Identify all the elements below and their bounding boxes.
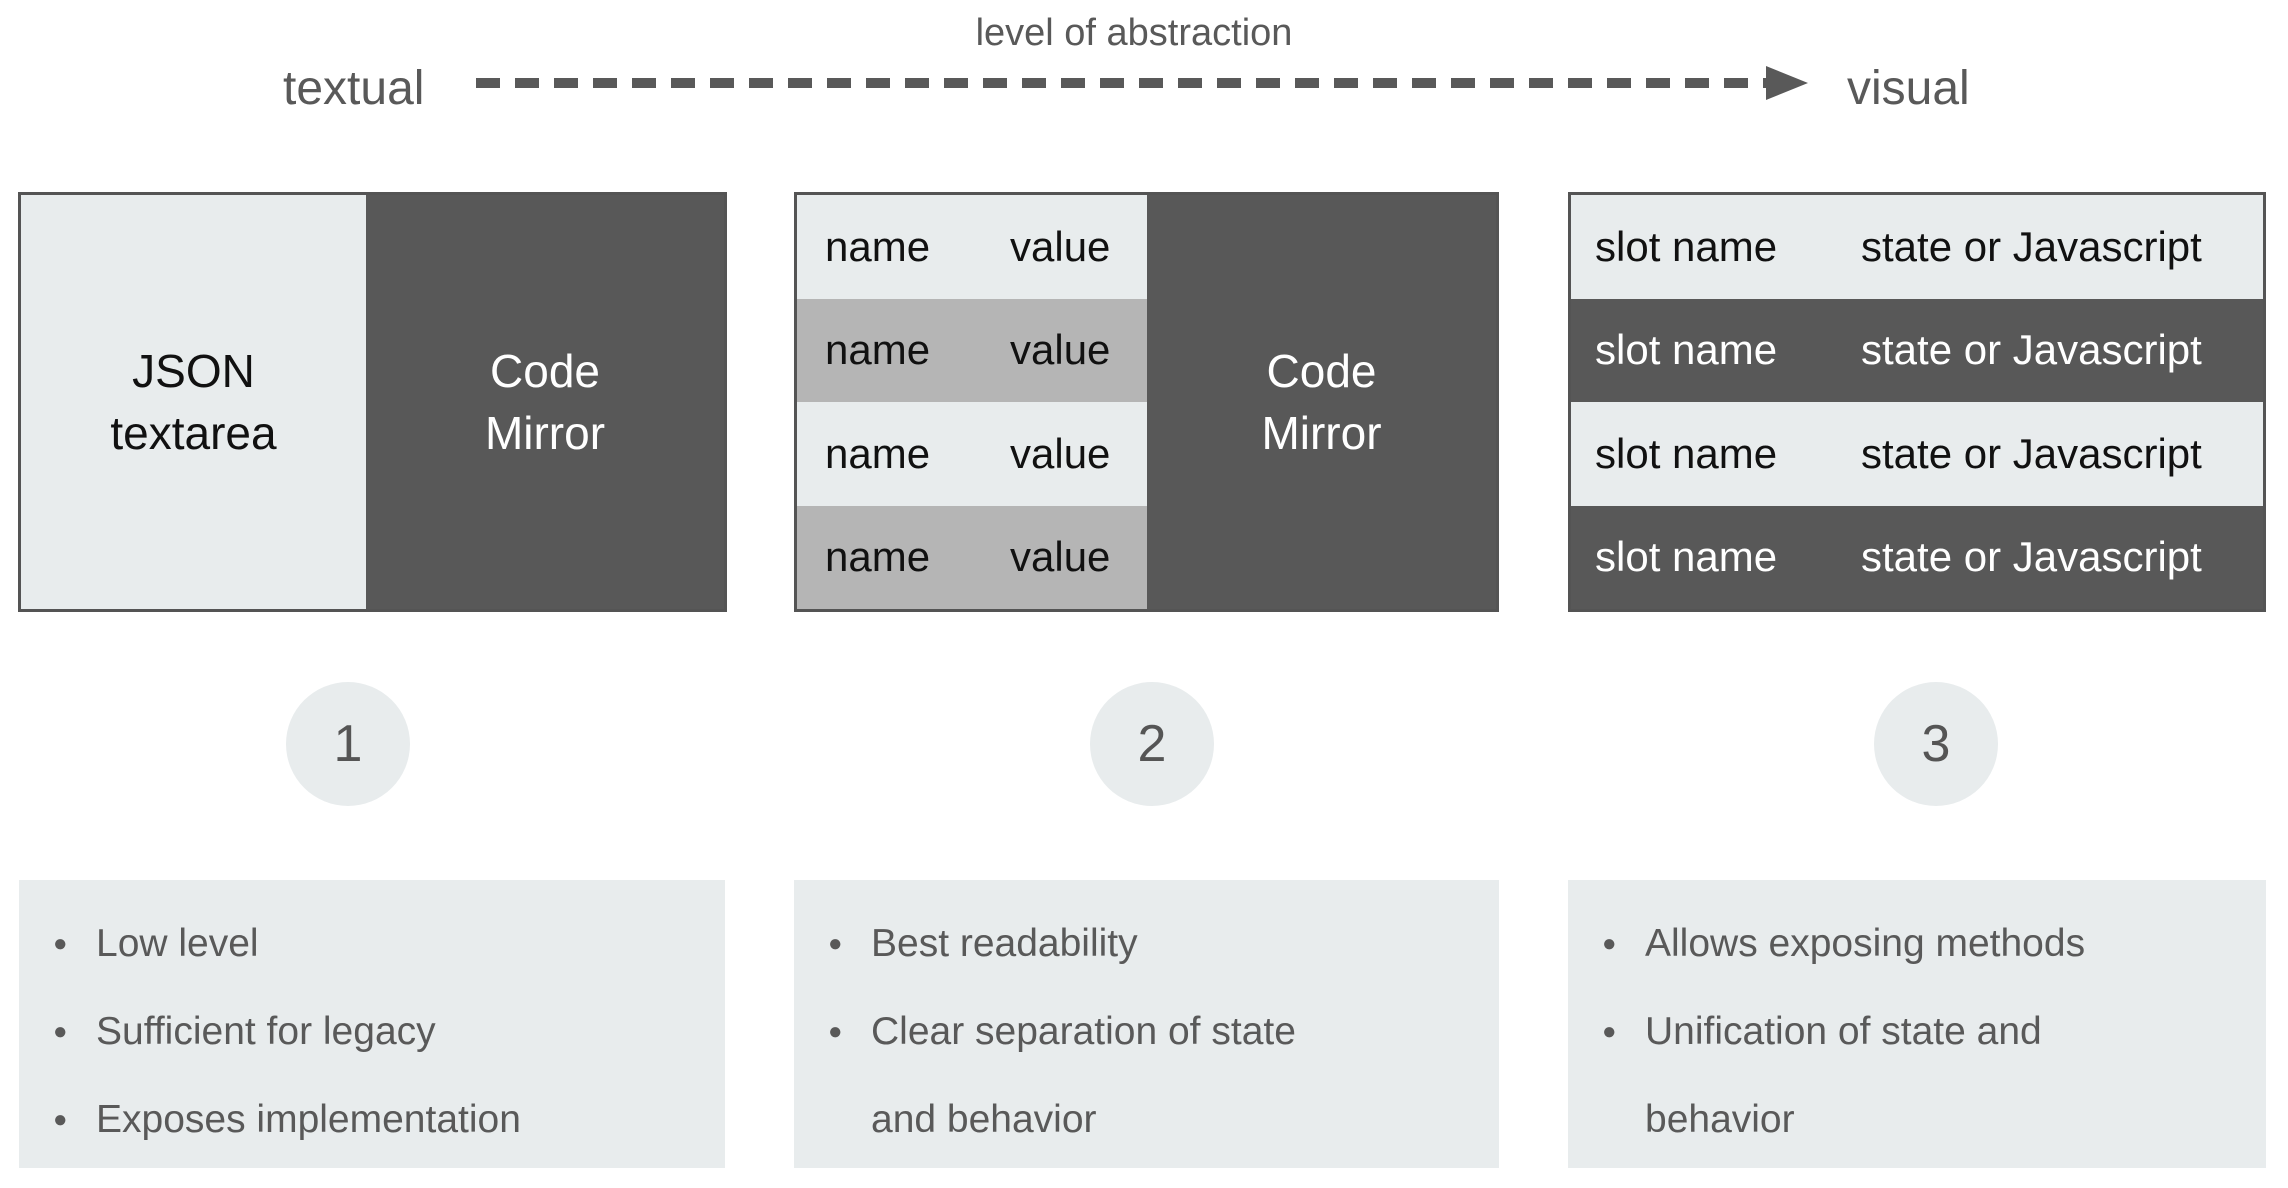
step-badge-3: 3: [1874, 682, 1998, 806]
list-item: ● Exposes implementation: [53, 1076, 715, 1164]
table-row: slot name state or Javascript: [1571, 505, 2263, 609]
list-item-text: behavior: [1645, 1098, 1795, 1141]
name-cell: name: [825, 326, 931, 374]
list-item: ● Best readability: [828, 900, 1489, 988]
stage3-box: slot name state or Javascript slot name …: [1568, 192, 2266, 612]
panel-label-line: Code: [1266, 345, 1377, 397]
slot-value-cell: state or Javascript: [1861, 326, 2202, 374]
list-item-text: Low level: [96, 922, 259, 965]
name-value-table: name value name value name value name va…: [797, 195, 1147, 609]
stage1-notes: ● Low level ● Sufficient for legacy ● Ex…: [19, 880, 725, 1168]
slot-name-cell: slot name: [1595, 533, 1778, 581]
stage2-notes: ● Best readability ● Clear separation of…: [794, 880, 1499, 1168]
axis-title: level of abstraction: [975, 12, 1293, 54]
list-item: ● Allows exposing methods: [1602, 900, 2256, 988]
stage2-box: name value name value name value name va…: [794, 192, 1499, 612]
bullet-icon: ●: [1602, 930, 1617, 957]
list-item-text: and behavior: [871, 1098, 1097, 1141]
panel-label-line: Code: [490, 345, 600, 397]
bullet-icon: ●: [53, 930, 68, 957]
bullet-icon: ●: [53, 1018, 68, 1045]
table-row: slot name state or Javascript: [1571, 195, 2263, 299]
list-item-text: Sufficient for legacy: [96, 1010, 436, 1053]
step-badge-2: 2: [1090, 682, 1214, 806]
table-row: slot name state or Javascript: [1571, 298, 2263, 402]
code-mirror-panel: Code Mirror: [366, 195, 724, 609]
json-textarea-panel: JSON textarea: [21, 195, 366, 609]
bullet-icon: ●: [828, 930, 843, 957]
slot-value-cell: state or Javascript: [1861, 222, 2202, 270]
value-cell: value: [1010, 326, 1111, 374]
table-row: name value: [797, 402, 1147, 506]
bullet-icon: ●: [53, 1106, 68, 1133]
list-item: ● Clear separation of state and behavior: [828, 988, 1489, 1164]
list-item: ● Sufficient for legacy: [53, 988, 715, 1076]
axis-right-label: visual: [1847, 62, 1970, 115]
panel-label-line: Mirror: [1261, 407, 1382, 459]
step-badge-1: 1: [286, 682, 410, 806]
table-row: name value: [797, 298, 1147, 402]
list-item-text: Clear separation of state: [871, 1010, 1296, 1053]
panel-label-line: JSON: [132, 345, 255, 397]
table-row: name value: [797, 505, 1147, 609]
axis-left-label: textual: [283, 62, 425, 115]
slot-value-cell: state or Javascript: [1861, 533, 2202, 581]
slot-name-cell: slot name: [1595, 222, 1778, 270]
value-cell: value: [1010, 429, 1111, 477]
list-item-text: Unification of state and: [1645, 1010, 2042, 1053]
table-row: name value: [797, 195, 1147, 299]
slot-name-cell: slot name: [1595, 429, 1778, 477]
panel-label-line: textarea: [110, 407, 277, 459]
slot-value-cell: state or Javascript: [1861, 429, 2202, 477]
slot-name-cell: slot name: [1595, 326, 1778, 374]
stage1-box: JSON textarea Code Mirror: [18, 192, 727, 612]
value-cell: value: [1010, 222, 1111, 270]
stage3-notes: ● Allows exposing methods ● Unification …: [1568, 880, 2266, 1168]
list-item: ● Unification of state and behavior: [1602, 988, 2256, 1164]
name-cell: name: [825, 222, 931, 270]
table-row: slot name state or Javascript: [1571, 402, 2263, 506]
list-item: ● Low level: [53, 900, 715, 988]
name-cell: name: [825, 429, 931, 477]
list-item-text: Best readability: [871, 922, 1138, 965]
list-item-text: Exposes implementation: [96, 1098, 521, 1141]
value-cell: value: [1010, 533, 1111, 581]
list-item-text: Allows exposing methods: [1645, 922, 2086, 965]
bullet-icon: ●: [828, 1018, 843, 1045]
name-cell: name: [825, 533, 931, 581]
bullet-icon: ●: [1602, 1018, 1617, 1045]
arrow-head-icon: [1766, 66, 1808, 100]
panel-label-line: Mirror: [484, 407, 606, 459]
dashed-arrow-line: [476, 78, 1768, 88]
code-mirror-panel: Code Mirror: [1147, 195, 1496, 609]
